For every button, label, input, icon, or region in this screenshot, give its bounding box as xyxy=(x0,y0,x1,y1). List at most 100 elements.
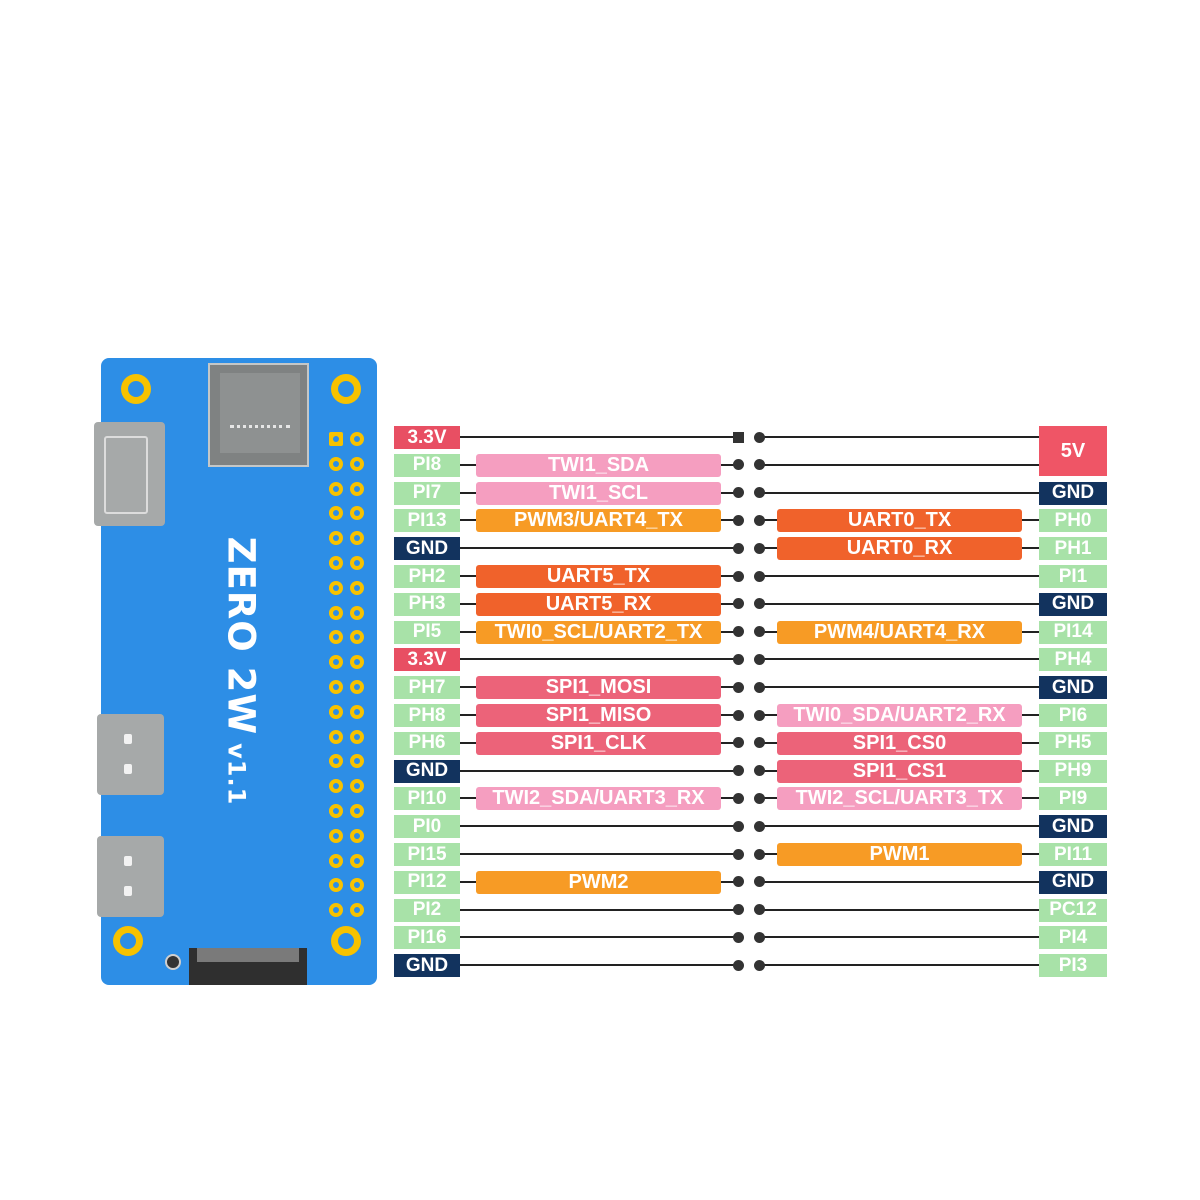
pin-wire-right xyxy=(760,463,1040,466)
header-pin-icon xyxy=(350,878,364,893)
pin-wire-left xyxy=(460,769,738,772)
function-label-right: PWM4/UART4_RX xyxy=(777,620,1022,644)
header-pin-icon xyxy=(350,680,364,694)
header-dot-icon xyxy=(754,737,765,749)
pin-wire-right xyxy=(760,575,1040,577)
pin-wire-left xyxy=(460,936,738,939)
header-dot-icon xyxy=(754,542,765,554)
pin-label-left: PH8 xyxy=(394,704,460,727)
header-pin-icon xyxy=(329,456,343,471)
pin-wire-left xyxy=(460,547,738,550)
pin-label-right: PI11 xyxy=(1039,843,1107,866)
function-label-left: TWI2_SDA/UART3_RX xyxy=(476,787,721,811)
pin-label-right: PH9 xyxy=(1039,759,1107,783)
header-pin-icon xyxy=(329,828,343,843)
pin-label-left: PH6 xyxy=(394,731,460,755)
header-dot-icon xyxy=(733,598,744,610)
pin-label-right: 5V xyxy=(1039,426,1107,476)
header-dot-icon xyxy=(754,765,765,777)
header-pin-icon xyxy=(350,456,364,471)
pin-label-left: PI0 xyxy=(394,815,460,839)
pin-label-right: PI4 xyxy=(1039,926,1107,950)
header-dot-icon xyxy=(733,459,744,471)
pin-label-right: GND xyxy=(1039,815,1107,839)
header-pin-icon xyxy=(329,655,343,670)
pin-wire-left xyxy=(460,658,738,661)
pin1-square-icon xyxy=(733,431,744,443)
header-dot-icon xyxy=(754,848,765,860)
pin-wire-right xyxy=(760,936,1040,939)
header-pin-icon xyxy=(329,605,343,620)
function-label-right: TWI2_SCL/UART3_TX xyxy=(777,787,1022,811)
header-pin-icon xyxy=(329,481,343,496)
header-dot-icon xyxy=(754,959,765,971)
header-dot-icon xyxy=(733,931,744,943)
header-dot-icon xyxy=(754,876,765,888)
pin-label-left: PI7 xyxy=(394,481,460,505)
header-pin-icon xyxy=(329,680,343,694)
header-pin-icon xyxy=(329,804,343,818)
status-led-icon xyxy=(165,954,181,970)
header-dot-icon xyxy=(733,542,744,554)
function-label-left: TWI1_SDA xyxy=(476,453,721,477)
mounting-hole-top-left xyxy=(121,374,151,404)
function-label-right: PWM1 xyxy=(777,843,1022,866)
header-pin-icon xyxy=(350,754,364,769)
header-dot-icon xyxy=(754,931,765,943)
pin-wire-left xyxy=(460,825,738,828)
pin-label-right: PI1 xyxy=(1039,565,1107,588)
header-dot-icon xyxy=(754,820,765,832)
header-dot-icon xyxy=(733,876,744,888)
pin-wire-right xyxy=(760,491,1040,494)
function-label-right: SPI1_CS0 xyxy=(777,731,1022,755)
function-label-right: SPI1_CS1 xyxy=(777,759,1022,783)
header-dot-icon xyxy=(733,737,744,749)
header-dot-icon xyxy=(754,514,765,526)
function-label-left: SPI1_MOSI xyxy=(476,676,721,700)
pin-wire-left xyxy=(460,964,738,967)
function-label-left: TWI0_SCL/UART2_TX xyxy=(476,620,721,644)
header-pin-icon xyxy=(329,531,343,546)
header-dot-icon xyxy=(754,459,765,471)
usb-c-port-icon xyxy=(97,714,164,795)
pin-label-right: PI14 xyxy=(1039,620,1107,644)
header-dot-icon xyxy=(733,514,744,526)
pin-wire-left xyxy=(460,436,738,438)
pin-wire-right xyxy=(760,686,1040,689)
header-dot-icon xyxy=(733,848,744,860)
function-label-left: PWM3/UART4_TX xyxy=(476,509,721,533)
header-pin-icon xyxy=(350,630,364,645)
function-label-left: UART5_TX xyxy=(476,565,721,588)
pin-label-right: GND xyxy=(1039,481,1107,505)
pin-label-left: PI10 xyxy=(394,787,460,811)
pin-label-right: PC12 xyxy=(1039,898,1107,922)
header-pin-icon xyxy=(350,531,364,546)
pin-wire-right xyxy=(760,880,1040,883)
function-label-right: UART0_RX xyxy=(777,537,1022,561)
header-pin-icon xyxy=(350,828,364,843)
mini-hdmi-port-icon xyxy=(94,422,165,526)
header-pin-icon xyxy=(350,506,364,521)
header-pin-icon xyxy=(329,853,343,868)
header-pin-icon xyxy=(329,704,343,719)
function-label-left: PWM2 xyxy=(476,870,721,894)
pin-label-left: GND xyxy=(394,759,460,783)
header-dot-icon xyxy=(754,487,765,499)
pin-label-left: PH2 xyxy=(394,565,460,588)
pin-wire-left xyxy=(460,908,738,911)
header-dot-icon xyxy=(733,570,744,582)
header-pin-icon xyxy=(350,605,364,620)
header-dot-icon xyxy=(754,709,765,721)
header-pin-icon xyxy=(350,481,364,496)
board-model: ZERO 2W xyxy=(219,536,263,736)
pin-label-right: PH0 xyxy=(1039,509,1107,533)
function-label-left: UART5_RX xyxy=(476,592,721,616)
pin-label-right: PH5 xyxy=(1039,731,1107,755)
pin-wire-right xyxy=(760,436,1040,438)
pin-label-right: GND xyxy=(1039,870,1107,894)
usb-c-port-icon xyxy=(97,836,164,917)
header-pin-icon xyxy=(329,432,343,446)
header-dot-icon xyxy=(754,904,765,916)
pin-label-right: GND xyxy=(1039,676,1107,700)
header-dot-icon xyxy=(733,959,744,971)
